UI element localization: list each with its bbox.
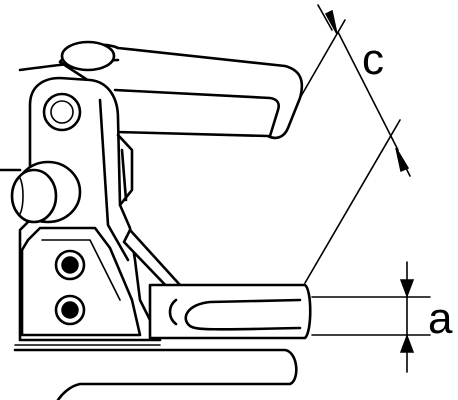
dimension-a-label: a [428, 294, 453, 343]
dimension-c-label: c [362, 35, 384, 84]
bottom-rail [13, 344, 298, 400]
dimension-a: a [311, 261, 453, 373]
base-plate [20, 226, 142, 337]
side-knob [0, 160, 82, 224]
clamp-jaw [148, 283, 312, 340]
top-pivot [60, 40, 116, 72]
dimension-c: c [299, 4, 411, 284]
pivot-hole [42, 92, 82, 132]
